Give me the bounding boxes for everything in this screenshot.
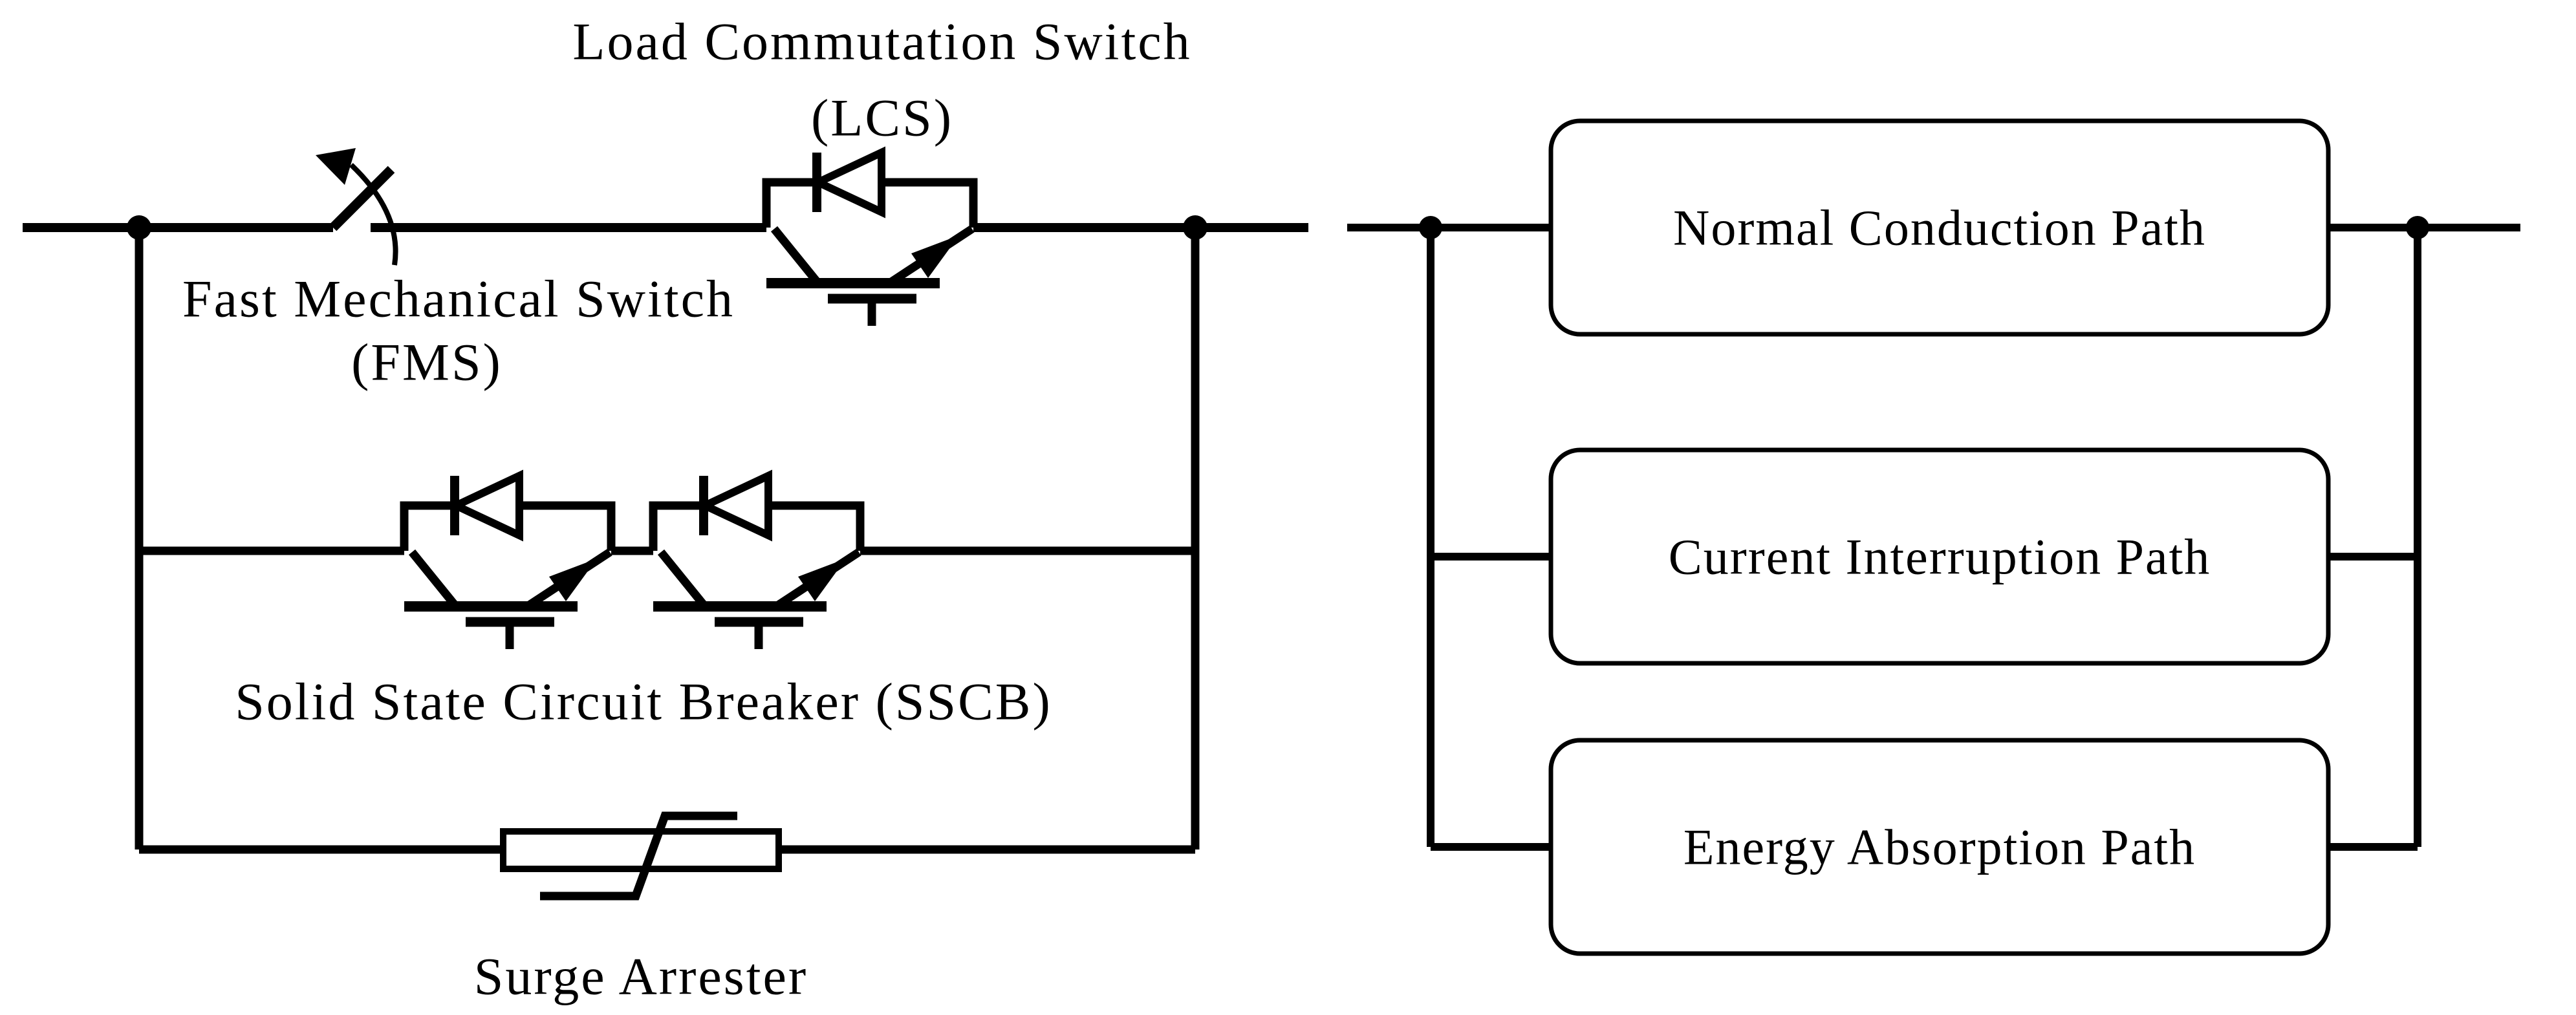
path-box-current-interruption: Current Interruption Path [1548,447,2331,666]
surge-arrester-body [500,828,782,872]
fms-title-label: Fast Mechanical Switch [182,270,735,328]
block-junction-dot-right [2406,216,2429,239]
surge-arrester-symbol [500,811,782,901]
junction-dot-left [127,215,151,240]
junction-dot-right [1183,215,1207,240]
sscb-igbt-symbol-2 [653,476,860,649]
path-box-label-current-interruption: Current Interruption Path [1669,529,2211,585]
lcs-title-label: Load Commutation Switch [572,12,1191,71]
path-box-outline [1548,118,2331,337]
fms-switch-symbol [316,148,398,266]
path-box-outline [1548,447,2331,666]
hybrid-breaker-schematic: Load Commutation Switch (LCS) Fast Mecha… [23,12,1308,1006]
lcs-igbt-symbol [766,153,973,326]
surge-arrester-varistor-stroke-icon [540,811,737,901]
fms-blade [329,166,395,231]
fms-abbr-label: (FMS) [351,333,503,392]
path-block-diagram: Normal Conduction Path Current Interrupt… [1347,118,2520,956]
path-box-energy-absorption: Energy Absorption Path [1548,738,2331,956]
path-box-normal-conduction: Normal Conduction Path [1548,118,2331,337]
fms-opening-arc [349,163,398,266]
block-stub-wires [1431,553,2418,851]
path-box-label-energy-absorption: Energy Absorption Path [1683,819,2196,875]
sscb-igbt-symbol-1 [404,476,611,649]
surge-arrester-label: Surge Arrester [474,947,808,1006]
block-junction-dot-left [1419,216,1442,239]
lcs-abbr-label: (LCS) [811,89,953,147]
sscb-label: Solid State Circuit Breaker (SSCB) [235,672,1052,731]
path-box-outline [1548,738,2331,956]
path-box-label-normal-conduction: Normal Conduction Path [1673,200,2206,256]
fms-arrowhead-icon [316,148,356,185]
